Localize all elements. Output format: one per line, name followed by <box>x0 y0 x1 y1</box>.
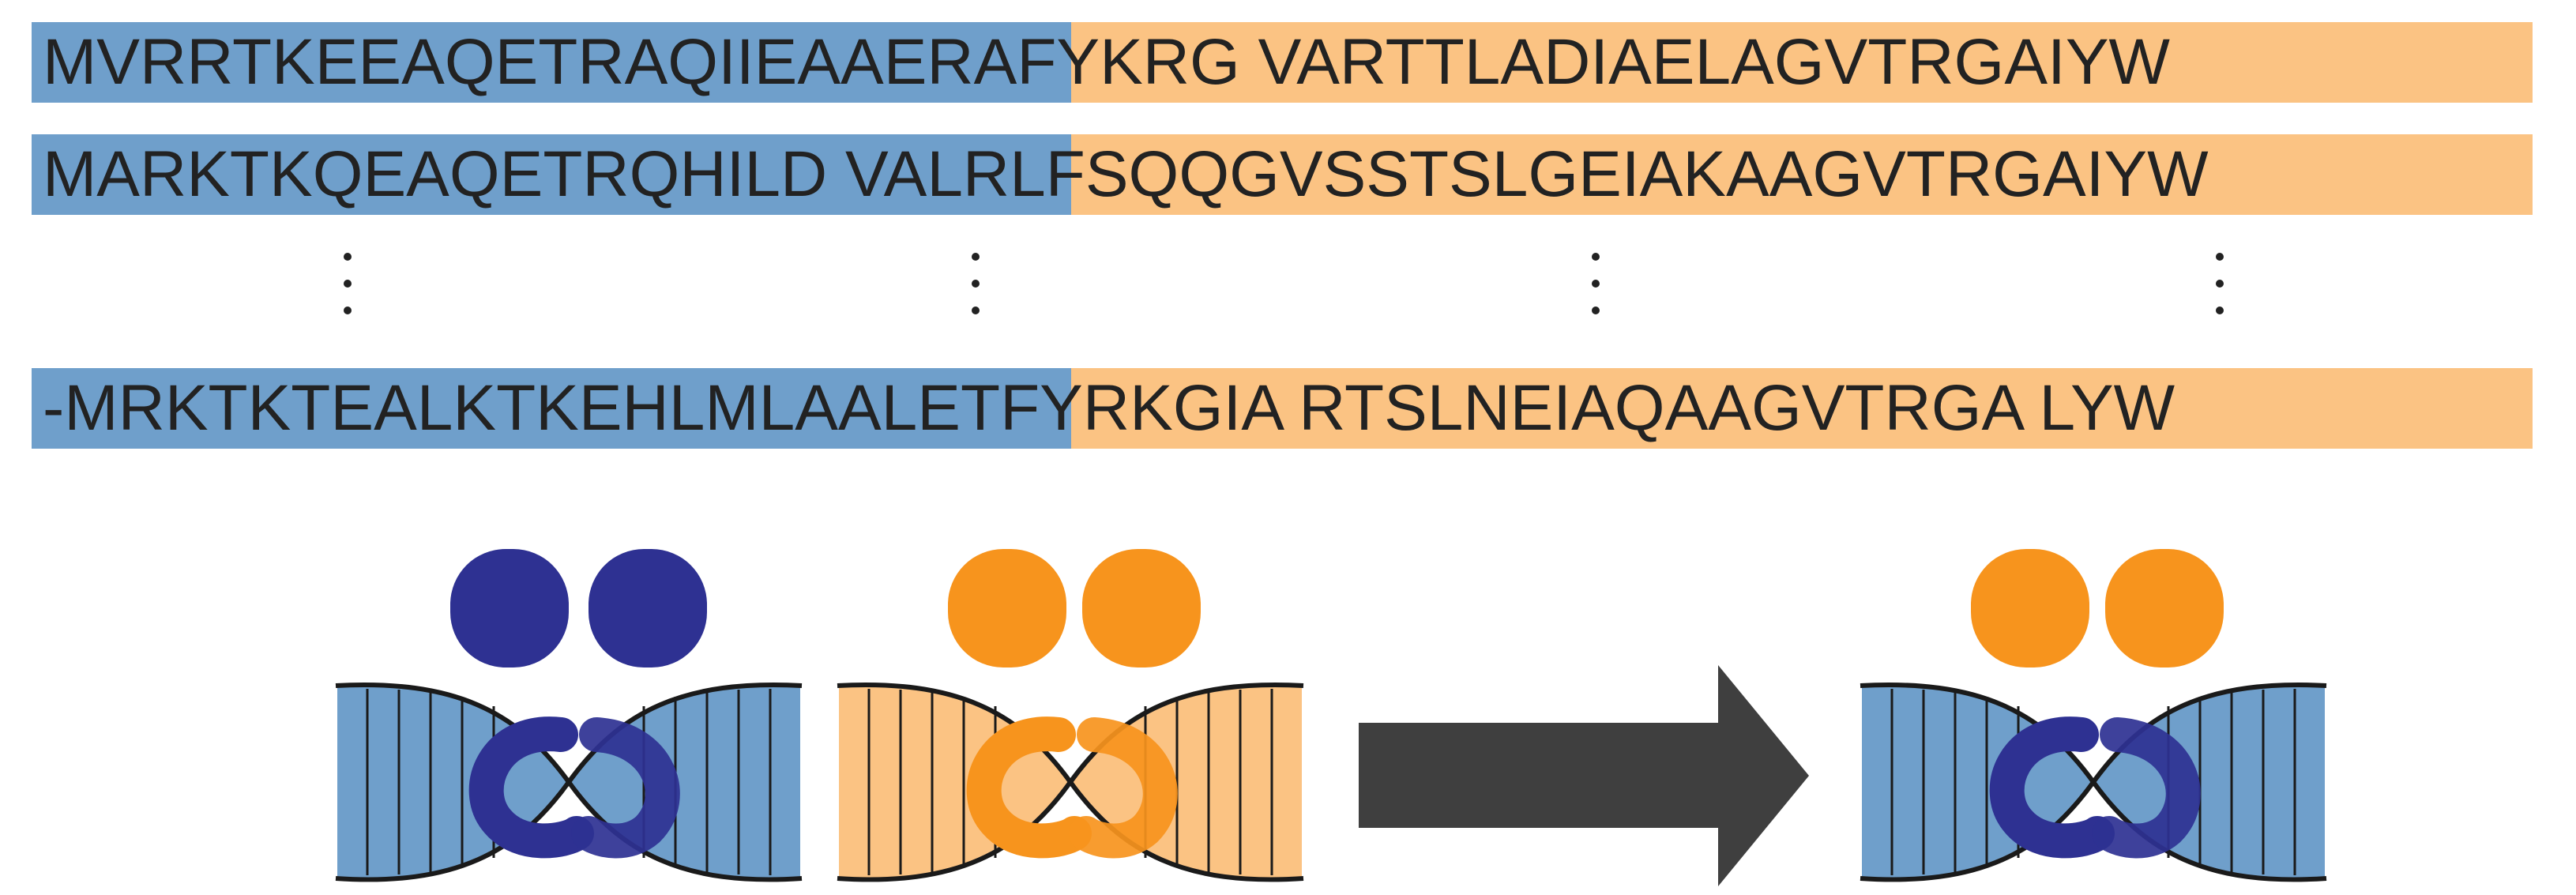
sequence-row-3: -MRKTKTEALKTKEHLMLAALETFYRKGIA RTSLNEIAQ… <box>32 368 2533 449</box>
blue-segment <box>32 368 1071 449</box>
protein-dimer-icon <box>1971 549 2224 859</box>
protein-dimer-icon <box>450 549 707 859</box>
orange-segment <box>1071 22 2533 103</box>
ellipsis-dots <box>1588 253 1604 324</box>
orange-dna-orange-protein-complex <box>837 549 1304 882</box>
arrow-right-icon <box>1359 665 1809 886</box>
sequence-text: MARKTKQEAQETRQHILD VALRLFSQQGVSSTSLGEIAK… <box>43 138 2209 210</box>
protein-dna-swap-diagram <box>335 549 2327 886</box>
sequence-text: -MRKTKTEALKTKEHLMLAALETFYRKGIA RTSLNEIAQ… <box>43 372 2175 444</box>
orange-segment <box>1071 368 2533 449</box>
blue-segment <box>32 134 1071 215</box>
blue-segment <box>32 22 1071 103</box>
blue-dna-navy-protein-complex <box>335 549 803 882</box>
ellipsis-dots <box>340 253 355 324</box>
ellipsis-dots <box>2212 253 2228 324</box>
protein-dimer-icon <box>948 549 1201 859</box>
blue-dna-orange-protein-complex <box>1860 549 2327 882</box>
sequence-text: MVRRTKEEAQETRAQIIEAAERAFYKRG VARTTLADIAE… <box>43 26 2170 98</box>
ellipsis-dots <box>968 253 983 324</box>
sequence-row-2: MARKTKQEAQETRQHILD VALRLFSQQGVSSTSLGEIAK… <box>32 134 2533 215</box>
sequence-row-1: MVRRTKEEAQETRAQIIEAAERAFYKRG VARTTLADIAE… <box>32 22 2533 103</box>
orange-segment <box>1071 134 2533 215</box>
